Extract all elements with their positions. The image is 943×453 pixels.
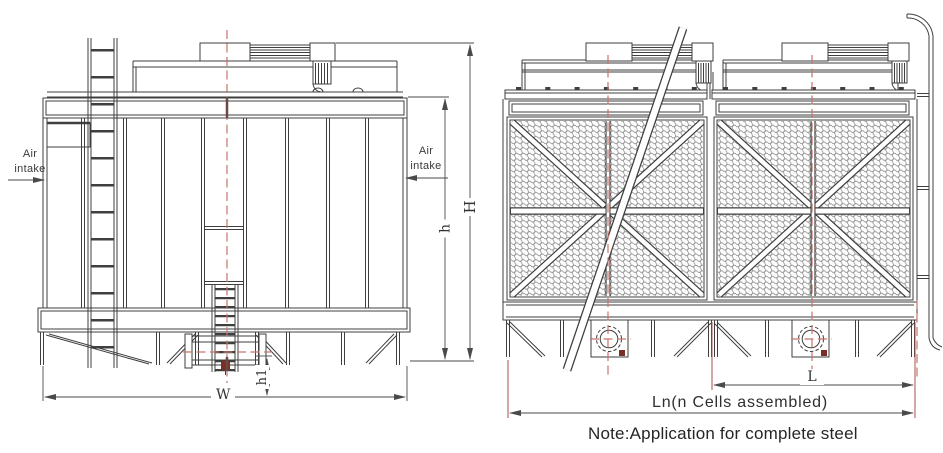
air-intake-right-line2: intake <box>410 159 442 172</box>
x-bracing <box>509 119 911 298</box>
front-view-tower <box>502 13 943 372</box>
side-view-tower <box>37 38 411 375</box>
break-line <box>562 26 688 372</box>
note-text: Note:Application for complete steel <box>588 424 858 443</box>
legs-front <box>506 320 915 358</box>
dimensions-front <box>509 382 914 416</box>
air-intake-label-right: Air intake <box>401 144 451 174</box>
dim-label-W: W <box>211 387 236 403</box>
cage-ladder <box>906 13 943 351</box>
centerlines-side <box>183 30 272 383</box>
tower-casing-side <box>42 97 408 308</box>
fan-motor-assembly-cell2 <box>781 42 910 92</box>
air-intake-left-line1: Air <box>22 148 38 160</box>
drain-valve-side <box>221 361 230 375</box>
fan-motor-assembly-side <box>199 42 336 93</box>
dim-extension-lines-front <box>507 322 916 418</box>
fan-deck-side <box>47 60 403 98</box>
air-intake-label-left: Air intake <box>5 147 55 177</box>
dim-label-H: H <box>461 198 479 216</box>
dim-label-Ln: Ln(n Cells assembled) <box>652 394 828 411</box>
dim-label-h: h <box>437 219 453 238</box>
side-ladder <box>87 38 118 368</box>
louver-band <box>508 100 910 116</box>
basin-front <box>502 301 918 321</box>
air-intake-right-line1: Air <box>418 145 434 157</box>
access-door <box>204 226 244 285</box>
centerlines-front <box>590 55 918 377</box>
basin-ladder <box>211 285 239 372</box>
dim-label-L: L <box>800 369 824 385</box>
air-intake-left-line2: intake <box>14 162 46 175</box>
fan-motor-assembly-cell1 <box>585 42 714 92</box>
dim-label-h1: h1 <box>255 365 270 389</box>
